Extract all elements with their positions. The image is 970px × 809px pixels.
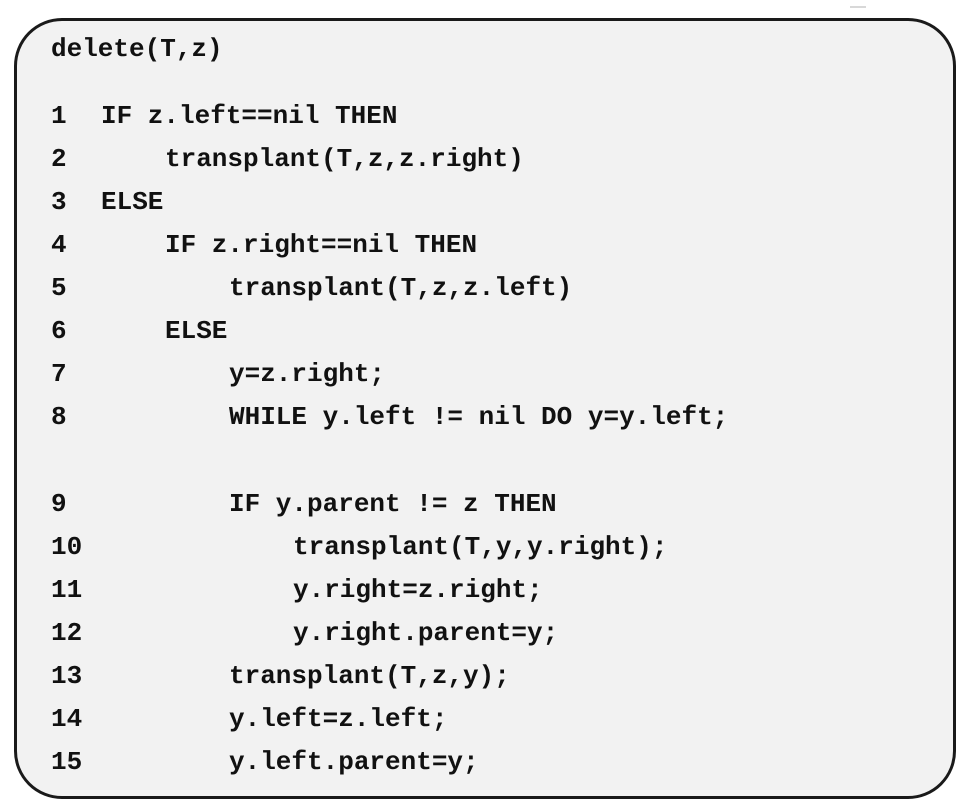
line-number: 4 <box>51 230 67 260</box>
code-statement: y.left=z.left; <box>229 704 448 734</box>
line-number: 9 <box>51 489 67 519</box>
code-listing-box: delete(T,z) 1 IF z.left==nil THEN 2 transpl… <box>14 18 956 799</box>
line-number: 14 <box>51 704 83 734</box>
line-number: 8 <box>51 402 67 432</box>
line-number: 2 <box>51 144 67 174</box>
line-number: 13 <box>51 661 83 691</box>
function-header: delete(T,z) <box>51 34 223 64</box>
line-number: 12 <box>51 618 83 648</box>
line-number: 1 <box>51 101 67 131</box>
code-statement: ELSE <box>165 316 228 346</box>
code-statement: IF y.parent != z THEN <box>229 489 557 519</box>
line-number: 10 <box>51 532 83 562</box>
corner-mark <box>850 0 866 8</box>
code-statement: transplant(T,y,y.right); <box>293 532 668 562</box>
code-statement: y=z.right; <box>229 359 386 389</box>
code-listing: delete(T,z) 1 IF z.left==nil THEN 2 transpl… <box>17 21 728 777</box>
line-number: 11 <box>51 575 83 605</box>
code-statement: y.left.parent=y; <box>229 747 479 777</box>
line-number: 6 <box>51 316 67 346</box>
code-statement: y.right=z.right; <box>293 575 543 605</box>
code-statement: transplant(T,z,z.right) <box>165 144 524 174</box>
code-statement: IF z.right==nil THEN <box>165 230 478 260</box>
line-number: 5 <box>51 273 67 303</box>
code-statement: WHILE y.left != nil DO y=y.left; <box>229 402 729 432</box>
line-number: 3 <box>51 187 67 217</box>
code-statement: y.right.parent=y; <box>293 618 559 648</box>
code-statement: IF z.left==nil THEN <box>101 101 398 131</box>
line-number: 7 <box>51 359 67 389</box>
code-statement: ELSE <box>101 187 164 217</box>
line-number: 15 <box>51 747 83 777</box>
code-statement: transplant(T,z,z.left) <box>229 273 573 303</box>
code-statement: transplant(T,z,y); <box>229 661 510 691</box>
